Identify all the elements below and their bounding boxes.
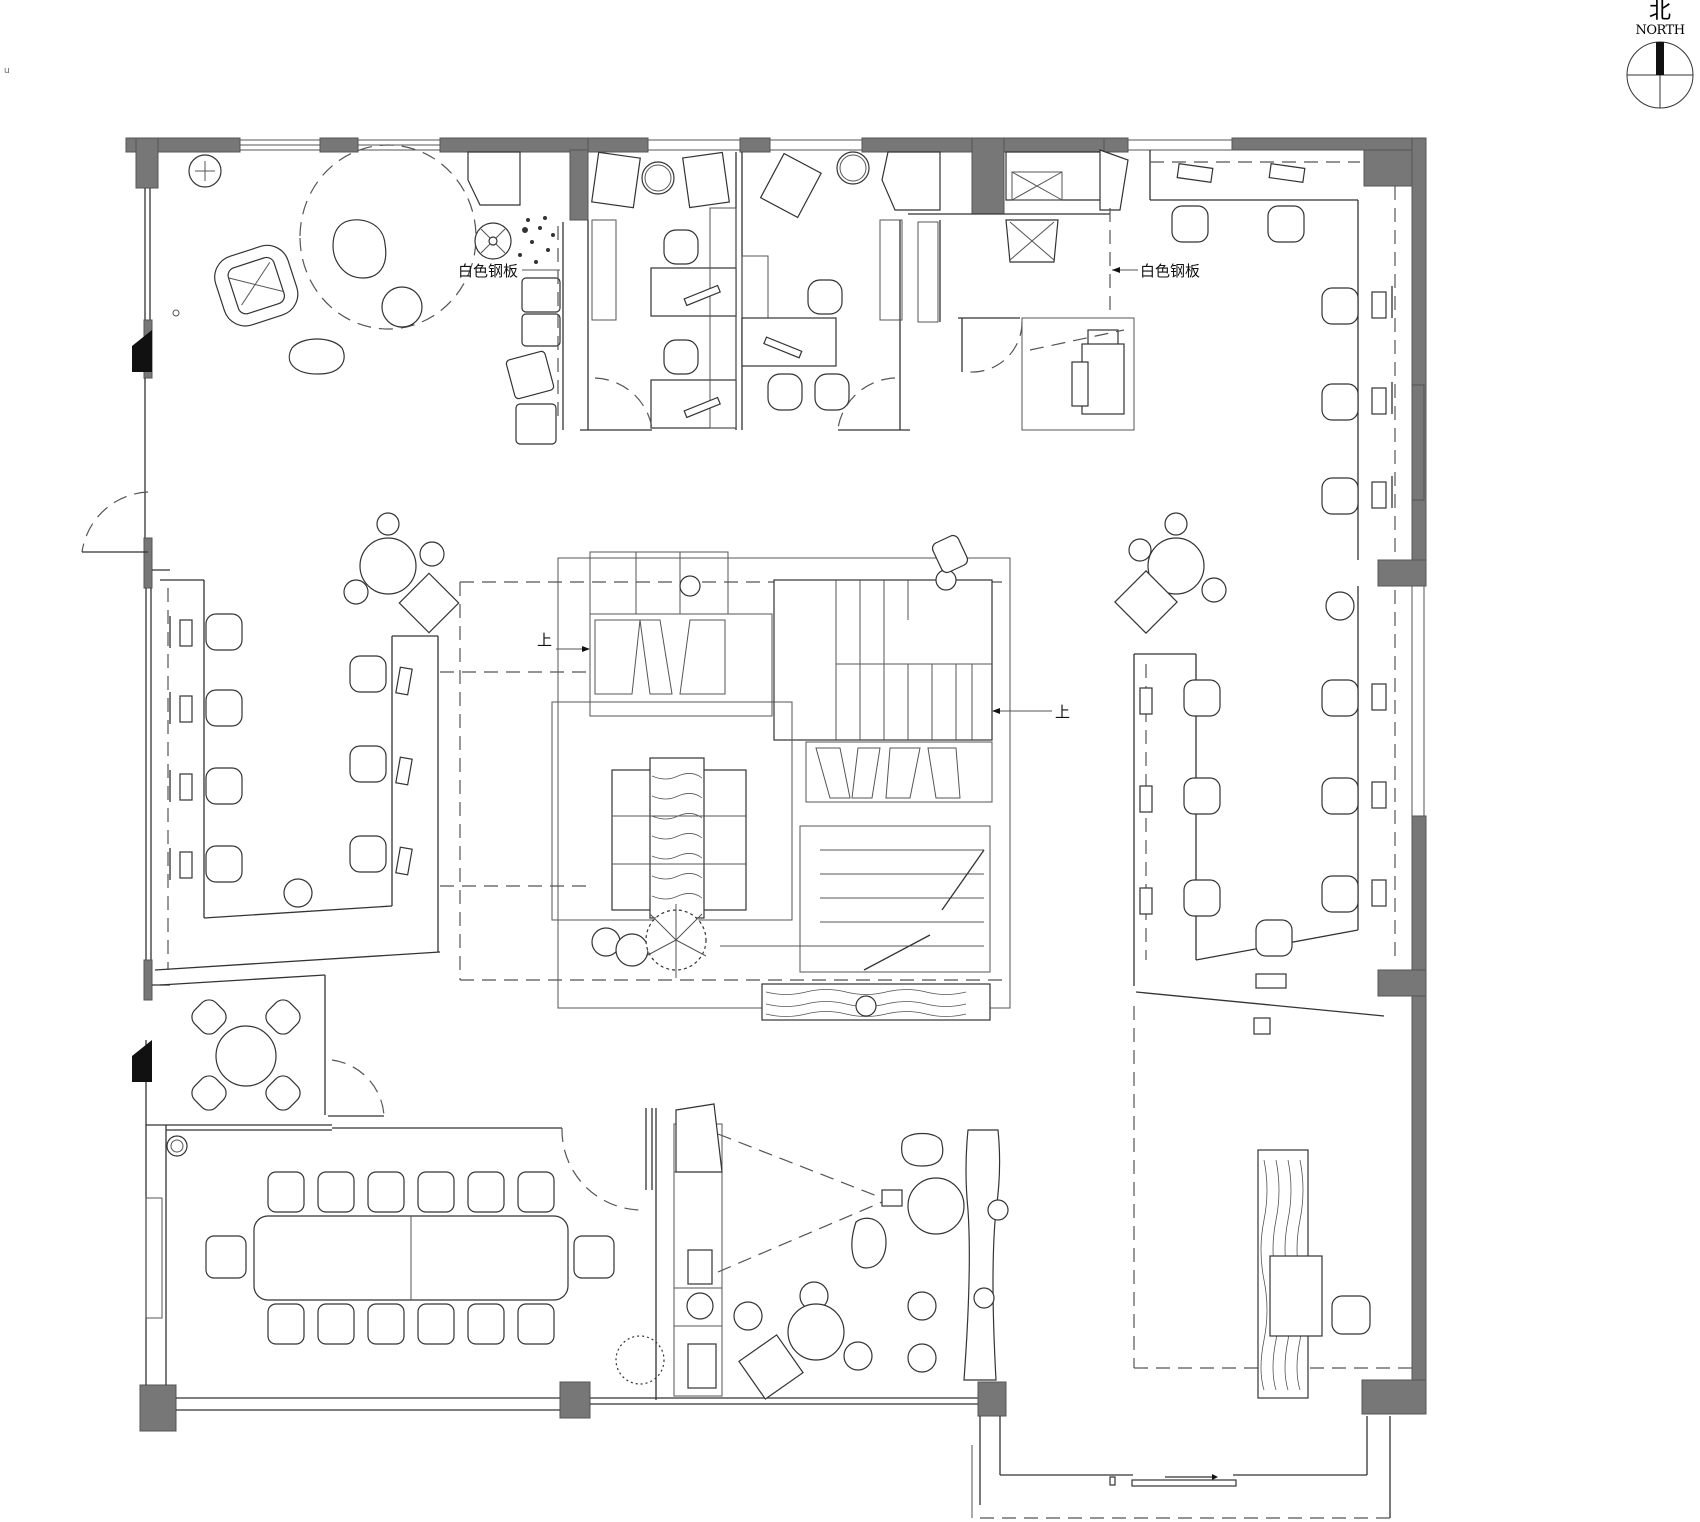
- cafe-bar-counter: [963, 1129, 1001, 1381]
- workstations-north: [1149, 150, 1360, 243]
- armchair: [214, 244, 299, 327]
- label-stair-up-left: 上: [537, 631, 552, 649]
- planter-nw: [518, 216, 555, 264]
- compass-icon: [1626, 41, 1694, 109]
- workstations-east: [1114, 512, 1396, 1035]
- reception: [1133, 1006, 1412, 1399]
- sliding-door[interactable]: [1131, 1479, 1237, 1487]
- north-label-cn: 北: [1648, 0, 1671, 24]
- workstations-west: [152, 512, 460, 986]
- label-steel-plate-right: 白色钢板: [1140, 262, 1200, 280]
- label-stair-up-right: 上: [1055, 703, 1070, 721]
- exterior-walls: [125, 137, 1427, 1432]
- central-stair: 上 上: [440, 534, 1070, 1021]
- office-1: [580, 151, 743, 431]
- north-arrow: 北 NORTH: [1625, 0, 1695, 120]
- west-door-swing: [81, 491, 149, 553]
- print-room: 白色钢板: [908, 208, 1200, 431]
- label-steel-plate-left: 白色钢板: [458, 262, 518, 280]
- pantry: [673, 1103, 1009, 1400]
- north-label-en: NORTH: [1635, 23, 1685, 38]
- meeting-chairs-top: [267, 1171, 555, 1213]
- meeting-room: [145, 1108, 665, 1400]
- lounge-sw: [159, 974, 385, 1117]
- lounge-nw: [132, 144, 477, 1082]
- office-2: [741, 151, 910, 431]
- entrance: [971, 1416, 1391, 1519]
- workstations-east-wall: [1321, 186, 1396, 560]
- steel-plate-left: 白色钢板: [458, 222, 560, 280]
- meeting-chairs-bottom: [267, 1303, 555, 1345]
- corner-mark: u: [4, 66, 10, 76]
